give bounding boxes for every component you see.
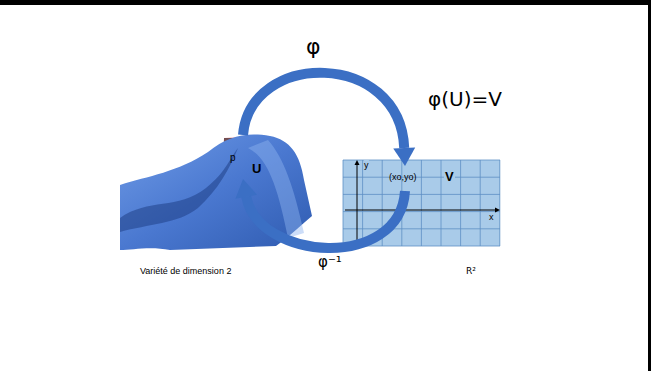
- manifold-surface: pUVariété de dimension 2: [118, 128, 318, 253]
- surface-illustration: [118, 128, 318, 253]
- plane-caption: R²: [466, 266, 476, 276]
- image-label: V: [444, 170, 455, 185]
- domain-label: U: [252, 162, 261, 177]
- surface-caption: Variété de dimension 2: [140, 266, 231, 276]
- frame-band: [648, 0, 651, 371]
- arrow-label: φ: [306, 34, 321, 59]
- frame-band: [0, 0, 651, 5]
- axis-label: x: [489, 212, 494, 222]
- axis-label: y: [364, 160, 369, 170]
- plane-grid: (xo,yo)VR²: [343, 160, 500, 246]
- coordinate-label: (xo,yo): [389, 172, 417, 182]
- mapping-statement: φ(U)=V: [428, 88, 502, 111]
- grid-illustration: [343, 160, 500, 246]
- arrow-label: φ⁻¹: [318, 254, 342, 271]
- point-label: p: [230, 152, 236, 164]
